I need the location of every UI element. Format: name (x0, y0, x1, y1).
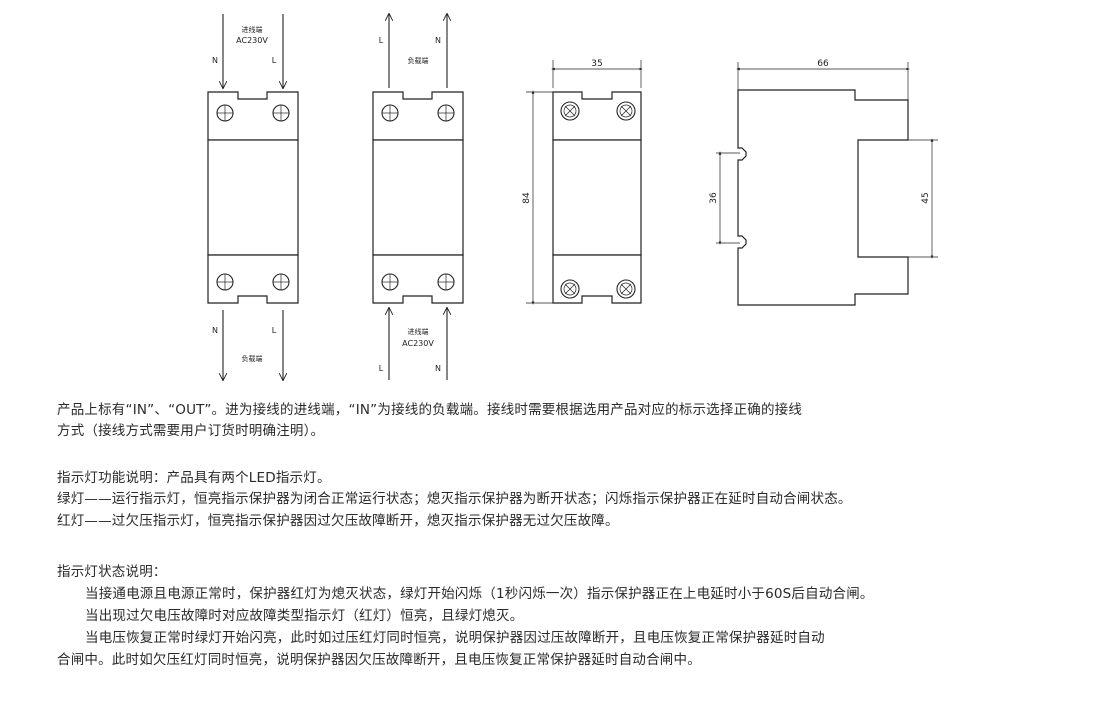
unit1-top-label-2: AC230V (236, 36, 268, 45)
para3-line1: 指示灯状态说明： (57, 564, 167, 580)
dim-depth-66: 66 (817, 59, 829, 69)
screw-icon (216, 104, 290, 291)
dim-height-84: 84 (522, 192, 532, 204)
para2-line1: 指示灯功能说明：产品具有两个LED指示灯。 (57, 470, 331, 486)
para1-line2: 方式（接线方式需要用户订货时明确注明）。 (57, 423, 325, 439)
crossed-screw-icon (560, 101, 636, 299)
para2-line3: 红灯——过欠压指示灯，恒亮指示保护器因过欠压故障断开，熄灭指示保护器无过欠压故障… (57, 513, 619, 529)
para3-line4: 当电压恢复正常时绿灯开始闪亮，此时如过压红灯同时恒亮，说明保护器因过压故障断开，… (85, 630, 825, 646)
unit2-top-label: 负载端 (408, 56, 429, 65)
unit2-top-n: N (435, 36, 441, 45)
para1-line1: 产品上标有“IN”、“OUT”。进为接线的进线端，“IN”为接线的负载端。接线时… (57, 402, 803, 418)
para3-line2: 当接通电源且电源正常时，保护器红灯为熄灭状态，绿灯开始闪烁（1秒闪烁一次）指示保… (85, 586, 874, 602)
unit1-top-l: L (272, 56, 277, 65)
unit1-bottom-l: L (272, 326, 277, 335)
description-text: 产品上标有“IN”、“OUT”。进为接线的进线端，“IN”为接线的负载端。接线时… (0, 395, 1108, 708)
wiring-and-dimension-diagram: 进线端 AC230V N L N L 负载端 L N 负载端 (207, 0, 938, 395)
unit2-bottom-label-1: 进线端 (408, 327, 429, 336)
para2-line2: 绿灯——运行指示灯，恒亮指示保护器为闭合正常运行状态；熄灭指示保护器为断开状态；… (57, 491, 852, 507)
unit1-bottom-n: N (212, 326, 218, 335)
unit2-top-l: L (379, 36, 384, 45)
dim-rail-36: 36 (709, 192, 719, 204)
breaker-front-view-input-top: 进线端 AC230V N L N L 负载端 (207, 14, 299, 380)
screw-icon (381, 104, 455, 291)
dim-side-45: 45 (921, 192, 931, 203)
para3-line5: 合闸中。此时如欠压红灯同时恒亮，说明保护器因欠压故障断开，且电压恢复正常保护器延… (57, 652, 701, 668)
unit1-bottom-label: 负载端 (242, 354, 263, 363)
dim-width-35: 35 (591, 59, 602, 69)
unit2-bottom-l: L (379, 364, 384, 373)
side-dimension-view: 66 36 45 (709, 59, 938, 306)
para3-line3: 当出现过欠电压故障时对应故障类型指示灯（红灯）恒亮，且绿灯熄灭。 (85, 608, 524, 624)
unit2-bottom-n: N (435, 364, 441, 373)
unit2-bottom-label-2: AC230V (402, 339, 434, 348)
front-dimension-view: 35 84 (522, 59, 643, 305)
unit1-top-label-1: 进线端 (242, 25, 263, 34)
breaker-front-view-input-bottom: L N 负载端 进线端 AC230V L N (372, 14, 464, 380)
unit1-top-n: N (212, 56, 218, 65)
